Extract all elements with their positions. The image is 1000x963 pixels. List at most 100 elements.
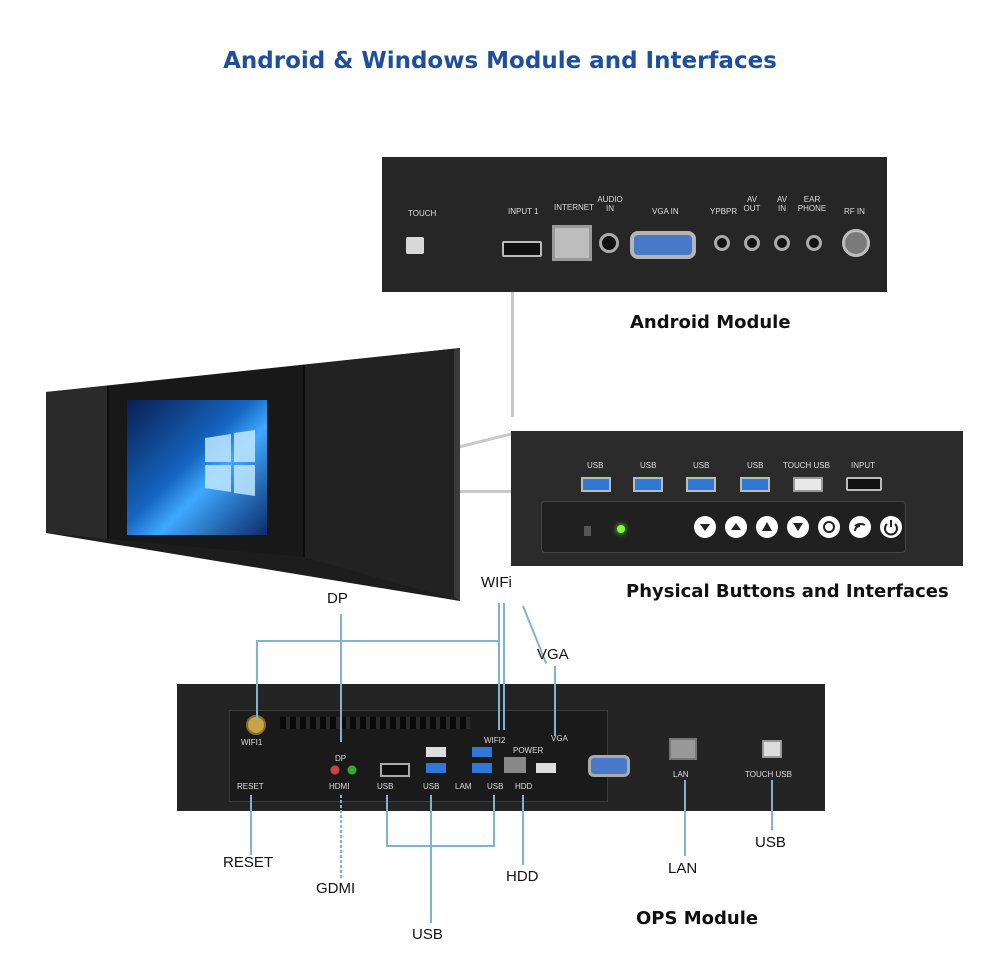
callout-lan: LAN xyxy=(668,860,698,877)
physical-buttons-panel: USB USB USB USB TOUCH USB INPUT xyxy=(511,431,963,566)
port-label-input1: INPUT 1 xyxy=(508,207,539,216)
usb-port-4-icon xyxy=(740,477,770,492)
port-label-usb-3: USB xyxy=(693,461,710,470)
hdmi-port-icon xyxy=(502,241,542,257)
ops-label-usb-1: USB xyxy=(377,782,394,791)
port-label-vga-in: VGA IN xyxy=(652,207,679,216)
port-label-usb-4: USB xyxy=(747,461,764,470)
hdmi-port-ops-icon xyxy=(380,763,410,777)
usb-port-3-icon xyxy=(686,477,716,492)
line-wifi-second xyxy=(503,603,505,730)
callout-usb-bottom: USB xyxy=(412,926,443,943)
callout-vga: VGA xyxy=(537,646,569,663)
line-usb-right-panel xyxy=(771,780,773,830)
port-label-av-out: AV OUT xyxy=(743,195,761,213)
button-strip xyxy=(541,501,906,553)
ops-label-reset: RESET xyxy=(237,782,264,791)
usb-port-2-icon xyxy=(633,477,663,492)
usb-port-ops-4-icon xyxy=(472,763,492,773)
lan-port-ops-icon xyxy=(504,757,526,773)
ops-label-usb-3: USB xyxy=(487,782,504,791)
buttons-leader xyxy=(455,490,512,493)
jack-av-in-icon xyxy=(774,235,790,251)
port-label-audio-in: AUDIO IN xyxy=(597,195,623,213)
vga-port-icon xyxy=(630,231,696,259)
settings-icon[interactable] xyxy=(818,516,840,538)
usb-port-ops-2-icon xyxy=(426,763,446,773)
usb-b-port-icon xyxy=(406,237,424,254)
down-triangle-icon[interactable] xyxy=(694,516,716,538)
port-label-ypbpr: YPBPR xyxy=(710,207,738,216)
home-icon[interactable] xyxy=(756,516,778,538)
line-vga-drop xyxy=(554,666,556,736)
windows-screen xyxy=(127,400,267,535)
jack-av-out-icon xyxy=(744,235,760,251)
status-led-icon xyxy=(617,525,625,533)
hdmi-input-port-icon xyxy=(846,477,882,491)
port-label-input: INPUT xyxy=(851,461,875,470)
lan-port-right-icon xyxy=(669,738,697,760)
power-icon[interactable] xyxy=(880,516,902,538)
jack-earphone-icon xyxy=(806,235,822,251)
port-label-rf-in: RF IN xyxy=(844,207,865,216)
vent-grille xyxy=(280,717,470,729)
callout-hdd: HDD xyxy=(506,868,539,885)
line-wifi-left-drop xyxy=(256,640,258,720)
caption-ops-module: OPS Module xyxy=(636,908,759,929)
menu-icon[interactable] xyxy=(787,516,809,538)
port-label-touch-usb: TOUCH USB xyxy=(783,461,830,470)
jack-ypbpr-icon xyxy=(714,235,730,251)
control-buttons xyxy=(694,516,902,538)
port-label-earphone: EAR PHONE xyxy=(797,195,827,213)
callout-usb-right: USB xyxy=(755,834,786,851)
port-label-av-in: AV IN xyxy=(776,195,788,213)
audio-jacks-icon xyxy=(330,765,358,775)
touch-usb-right-icon xyxy=(762,740,782,758)
port-label-internet: INTERNET xyxy=(554,203,594,212)
ops-cartridge xyxy=(229,710,630,802)
ops-label-power: POWER xyxy=(513,746,544,755)
port-label-usb-1: USB xyxy=(587,461,604,470)
callout-gdmi: GDMI xyxy=(316,880,356,897)
rf-connector-icon xyxy=(842,229,870,257)
usb-port-ops-3-icon xyxy=(472,747,492,757)
line-dp xyxy=(340,614,342,742)
ops-label-hdmi: HDMI xyxy=(329,782,350,791)
ops-label-lam: LAM xyxy=(455,782,472,791)
port-label-touch: TOUCH xyxy=(408,209,437,218)
audio-jack-icon xyxy=(599,233,619,253)
ops-label-wifi1: WIFI1 xyxy=(241,738,263,747)
line-usb-left xyxy=(386,795,388,847)
line-wifi-horizontal xyxy=(256,640,499,642)
touch-usb-port-icon xyxy=(793,477,823,492)
ops-label-lan: LAN xyxy=(673,770,689,779)
line-usb-right xyxy=(493,795,495,847)
callout-reset: RESET xyxy=(223,854,274,871)
line-hdd xyxy=(522,795,524,865)
callout-wifi: WIFi xyxy=(481,574,512,591)
port-label-usb-2: USB xyxy=(640,461,657,470)
android-module-panel: TOUCH INPUT 1 INTERNET AUDIO IN VGA IN Y… xyxy=(382,157,887,292)
page-title: Android & Windows Module and Interfaces xyxy=(223,48,777,74)
ir-sensor-icon xyxy=(584,526,591,536)
source-icon[interactable] xyxy=(849,516,871,538)
windows-logo-icon xyxy=(205,430,255,496)
ops-module-panel: WIFI1 DP WIFI2 VGA POWER RESET HDMI USB … xyxy=(177,684,825,811)
ops-label-hdd: HDD xyxy=(515,782,533,791)
line-reset xyxy=(250,795,252,855)
line-wifi-right-drop xyxy=(498,603,500,730)
line-gdmi xyxy=(340,795,342,879)
usb-port-1-icon xyxy=(581,477,611,492)
ops-label-usb-2: USB xyxy=(423,782,440,791)
vga-port-ops-icon xyxy=(588,755,630,777)
ops-label-wifi2: WIFI2 xyxy=(484,736,506,745)
caption-android-module: Android Module xyxy=(630,312,791,333)
ops-label-touch-usb: TOUCH USB xyxy=(745,770,792,779)
caption-physical-buttons: Physical Buttons and Interfaces xyxy=(626,581,949,602)
android-leader-vertical xyxy=(511,292,514,417)
up-triangle-icon[interactable] xyxy=(725,516,747,538)
line-usb-bracket xyxy=(386,845,494,847)
usb-port-ops-1-icon xyxy=(426,747,446,757)
line-usb-center xyxy=(430,795,432,923)
android-leader-diagonal xyxy=(456,431,518,449)
